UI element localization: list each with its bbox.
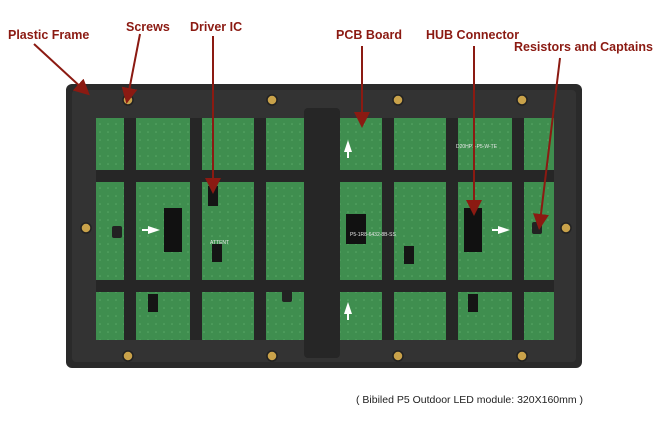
arrow-screws	[121, 33, 141, 104]
frame-ribs	[96, 108, 554, 358]
label-screws: Screws	[126, 20, 170, 34]
arrow-plastic-frame	[33, 43, 90, 96]
brand-mark-text: ATTENT	[210, 240, 229, 246]
arrow-resistors	[533, 57, 561, 230]
direction-arrows	[142, 140, 510, 320]
callout-arrows	[33, 33, 561, 230]
top-code-text: D20HP1-P5-W-TE	[456, 144, 498, 150]
label-plastic-frame: Plastic Frame	[8, 28, 90, 42]
pcb-code-text: P5-1R8-6432-8B-SS	[350, 232, 397, 238]
hub-connectors	[164, 208, 482, 252]
label-driver-ic: Driver IC	[190, 20, 243, 34]
caption: ( Bibiled P5 Outdoor LED module: 320X160…	[356, 394, 584, 406]
label-pcb-board: PCB Board	[336, 28, 402, 42]
label-resistors: Resistors and Captains	[514, 40, 653, 54]
driver-ics	[148, 186, 478, 312]
label-hub-connector: HUB Connector	[426, 28, 520, 42]
